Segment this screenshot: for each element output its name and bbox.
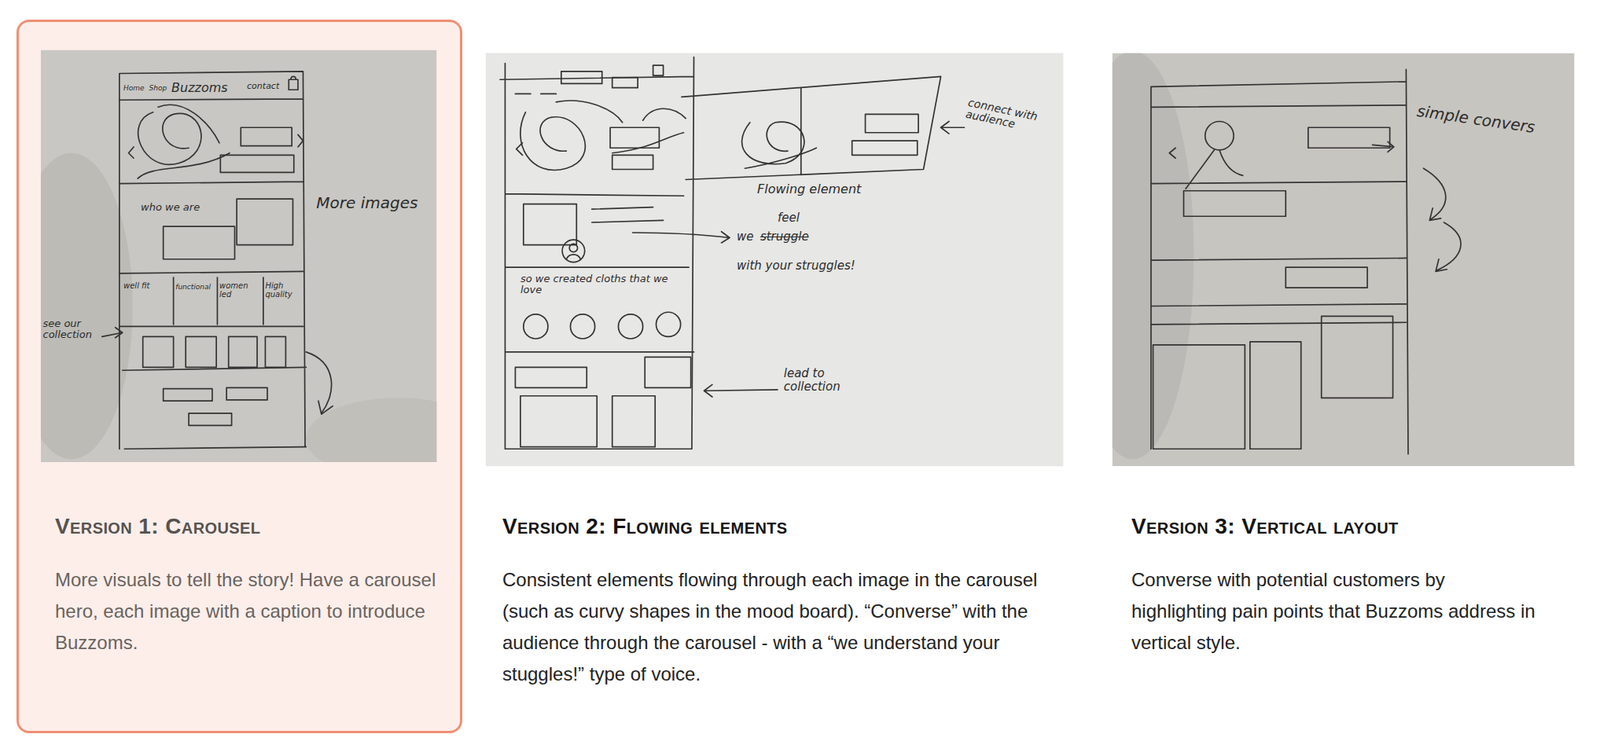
annotation: Flowing element [757, 182, 895, 197]
sketch-lines [1151, 69, 1461, 454]
annotation: with your struggles! [736, 259, 901, 273]
wireframe-box [240, 127, 292, 146]
feature-label: High quality [264, 281, 302, 299]
wireframe-box [1285, 267, 1368, 288]
wireframe-box [163, 226, 236, 260]
wireframe-box [163, 389, 213, 402]
annotation: More images [316, 194, 431, 212]
annotation: we [736, 230, 760, 244]
annotation-struck: struggle [760, 230, 824, 244]
bag-icon [653, 65, 664, 76]
feature-label: well fit [123, 281, 152, 291]
hero-scribble [520, 100, 817, 170]
wireframe-box [1153, 345, 1246, 449]
card-description: Converse with potential customers by hig… [1131, 564, 1541, 659]
wireframe-box [1321, 316, 1394, 398]
annotation: lead to collection [783, 367, 871, 394]
wireframe-box [644, 356, 691, 388]
annotation: feel [777, 211, 811, 225]
wireframe-box [612, 154, 654, 170]
photo-ground [485, 53, 1064, 468]
wireframe-box [561, 71, 603, 85]
feature-label: functional [175, 283, 218, 292]
nav-link: Home [123, 84, 147, 93]
card-description: More visuals to tell the story! Have a c… [55, 564, 441, 659]
wireframe-box [220, 154, 294, 173]
person-circle [562, 239, 585, 263]
annotation: see our collection [43, 318, 120, 342]
hero-scribble [137, 104, 230, 179]
product-circle [617, 314, 643, 339]
product-circle [570, 314, 595, 339]
wireframe-box [226, 387, 268, 401]
card-description: Consistent elements flowing through each… [502, 564, 1069, 691]
wireframe-box [1308, 127, 1391, 148]
sketch-lines [102, 71, 333, 449]
wireframe-box [514, 367, 587, 388]
wireframe-box [1250, 342, 1302, 449]
wireframe-line [500, 57, 965, 450]
nav-link: contact [246, 81, 288, 92]
wireframe-box [612, 396, 656, 448]
nav-link: Shop [148, 84, 172, 93]
wireframe-box [865, 114, 919, 133]
product-circle [523, 314, 549, 339]
card-title: Version 1: Carousel [55, 513, 441, 541]
sketch-lines [500, 57, 965, 450]
wireframe-box [523, 204, 577, 246]
card-title: Version 3: Vertical layout [1131, 513, 1541, 541]
wireframe-line [1151, 69, 1461, 454]
sketch-photo [1112, 53, 1575, 468]
section-label: so we created cloths that we love [520, 273, 689, 297]
wireframe-box [612, 77, 638, 89]
person-head [569, 243, 578, 252]
section-label: who we are [140, 202, 235, 214]
product-circle [656, 312, 681, 337]
brand-name: Buzzoms [171, 80, 243, 96]
wireframe-box [143, 336, 174, 368]
wireframe-box [1183, 191, 1286, 217]
wireframe-box [228, 336, 258, 368]
wireframe-box [610, 127, 659, 148]
wireframe-line [102, 71, 333, 449]
wireframe-box [852, 140, 918, 155]
wireframe-box [520, 396, 597, 448]
wireframe-box [188, 413, 232, 427]
wireframe-box [264, 336, 286, 368]
card-title: Version 2: Flowing elements [502, 513, 1069, 541]
photo-ground [1112, 53, 1575, 468]
wireframe-box [185, 336, 217, 368]
wireframe-box [236, 198, 293, 245]
person-head [1205, 121, 1234, 150]
sketch-photo [40, 50, 438, 463]
feature-label: women led [219, 281, 262, 299]
